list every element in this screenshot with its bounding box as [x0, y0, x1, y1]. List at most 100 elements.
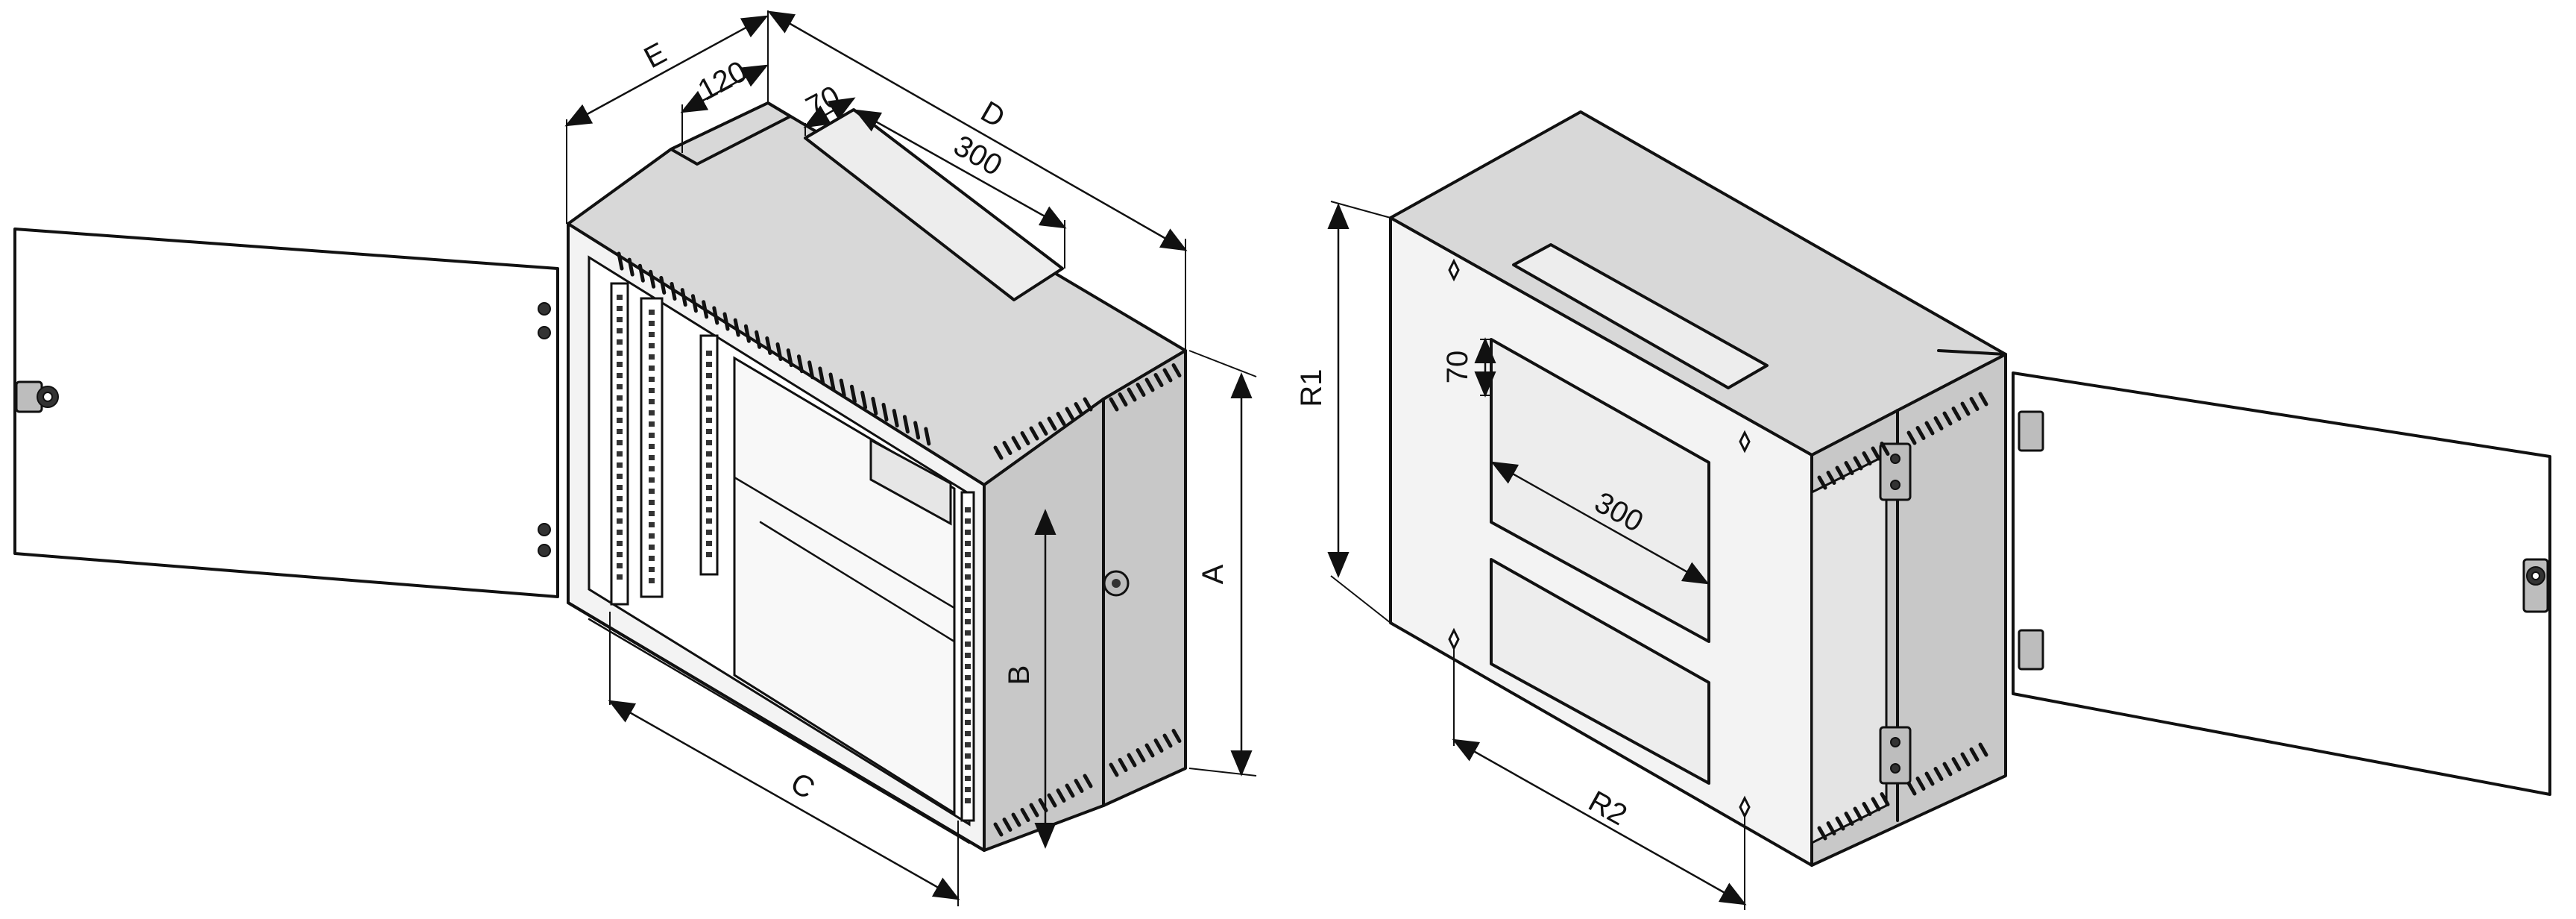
left-side-vent-bottom-slot-9	[1074, 779, 1084, 793]
left-top-vent-slot-23	[860, 390, 868, 410]
right-top-seam	[1937, 349, 2007, 356]
left-inner-shelf-line	[733, 476, 956, 609]
left-side-vent-bottom2-slot-6	[1162, 733, 1173, 748]
rail-hole-41	[649, 477, 655, 483]
left-side-vent-bottom-slot-7	[1056, 788, 1066, 803]
left-top-vent-slot-16	[786, 348, 793, 368]
rail-hole-17	[617, 485, 623, 490]
left-rail-holes	[617, 295, 971, 803]
rail-hole-88	[965, 709, 971, 714]
right-side-vent-bottom2-slot-8	[1978, 742, 1988, 757]
right-side-vent-top2-slot-3	[1933, 416, 1944, 430]
right-side-vent-bottom2-slot-5	[1951, 757, 1962, 771]
rail-hole-48	[649, 556, 655, 561]
left-top-vent-slot-15	[775, 342, 783, 361]
left-side-vents-bottom	[993, 729, 1182, 837]
rail-hole-11	[617, 418, 623, 423]
left-side-vent-bottom-slot-3	[1020, 808, 1030, 822]
right-side-vent-top-slot-0	[1817, 475, 1827, 490]
left-top-vent-slot-8	[702, 300, 709, 319]
rail-hole-73	[965, 541, 971, 546]
left-top-vent-slot-5	[670, 282, 677, 301]
right-side-vent-top2-slot-8	[1978, 392, 1988, 407]
right-open-door	[2012, 371, 2551, 796]
rail-hole-71	[965, 518, 971, 524]
right-side-vent-top2-slot-6	[1960, 401, 1971, 416]
right-view-cabinet	[1389, 110, 2551, 867]
left-side-vent-bottom-slot-8	[1065, 783, 1075, 798]
rail-hole-77	[965, 586, 971, 591]
left-side-vent-bottom2-slot-1	[1118, 758, 1128, 772]
rail-hole-60	[706, 451, 712, 457]
left-side-vent-top-slot-4	[1029, 426, 1039, 441]
rail-hole-19	[617, 507, 623, 512]
rail-hole-31	[649, 366, 655, 371]
rail-hole-89	[965, 720, 971, 725]
rail-hole-33	[649, 388, 655, 393]
rail-hole-74	[965, 552, 971, 557]
left-top-vent-slot-3	[649, 269, 656, 289]
left-side-vent-top-slot-0	[993, 445, 1004, 460]
left-side-vent-top2-slot-6	[1162, 368, 1173, 383]
rail-hole-70	[965, 507, 971, 512]
dim-label-e: E	[639, 37, 672, 75]
rail-hole-51	[706, 351, 712, 356]
left-top-vent-slot-20	[828, 372, 836, 392]
left-top-vent-slot-27	[902, 415, 910, 434]
rail-hole-91	[965, 742, 971, 747]
right-top-hinge-icon	[1879, 442, 1912, 501]
left-top-vent-slot-0	[617, 251, 624, 271]
right-side-vent-top2-slot-1	[1915, 426, 1926, 440]
rail-hole-86	[965, 686, 971, 691]
left-top-vent-slot-10	[722, 312, 730, 331]
left-top-vent-slot-29	[924, 427, 931, 446]
rail-hole-27	[649, 321, 655, 326]
rail-hole-47	[649, 545, 655, 550]
rail-hole-67	[706, 530, 712, 535]
rail-hole-10	[617, 407, 623, 412]
left-side-vent-top-slot-3	[1020, 431, 1030, 445]
left-top-vent-slot-1	[627, 257, 634, 277]
left-open-door	[13, 228, 559, 598]
rail-hole-23	[617, 552, 623, 557]
rail-hole-55	[706, 395, 712, 401]
rail-hole-52	[706, 362, 712, 367]
dim-line-120	[680, 64, 769, 113]
left-side-vent-bottom2-slot-4	[1144, 743, 1155, 758]
rail-hole-56	[706, 407, 712, 412]
rail-hole-49	[649, 567, 655, 572]
dim-line-r2	[1452, 738, 1747, 906]
left-top-vent-slot-17	[796, 354, 804, 374]
rail-hole-40	[649, 466, 655, 471]
left-side-vent-top-slot-10	[1083, 397, 1093, 412]
right-side-vents-top	[1817, 392, 1988, 490]
right-door-lock-icon	[2522, 558, 2549, 613]
right-side-vent-bottom-slot-1	[1826, 821, 1836, 835]
left-top-vent-slot-9	[712, 306, 719, 325]
rail-hole-29	[649, 343, 655, 348]
rail-hole-16	[617, 474, 623, 479]
left-side-vent-bottom-slot-1	[1002, 818, 1013, 832]
left-top-vent-slot-24	[871, 396, 878, 415]
right-side-vent-top-slot-2	[1835, 465, 1845, 480]
left-view-cabinet	[13, 101, 1187, 852]
left-top-vent-slot-28	[913, 421, 921, 440]
rail-hole-44	[649, 511, 655, 516]
rail-hole-62	[706, 474, 712, 479]
rail-hole-84	[965, 664, 971, 669]
dim-label-70-right: 70	[1441, 351, 1474, 384]
left-side-vent-bottom-slot-0	[993, 822, 1004, 837]
left-side-vent-bottom-slot-2	[1011, 812, 1021, 827]
left-side-vent-top2-slot-2	[1127, 387, 1137, 402]
rail-hole-96	[965, 798, 971, 803]
rail-hole-24	[617, 563, 623, 568]
rail-hole-94	[965, 776, 971, 781]
rail-hole-28	[649, 332, 655, 337]
right-side-vent-bottom-slot-2	[1835, 816, 1845, 831]
rail-hole-93	[965, 765, 971, 770]
right-side-vent-bottom-slot-3	[1844, 812, 1854, 826]
left-door-hinge-screws	[538, 302, 551, 557]
rail-hole-6	[617, 362, 623, 367]
rail-hole-13	[617, 440, 623, 445]
